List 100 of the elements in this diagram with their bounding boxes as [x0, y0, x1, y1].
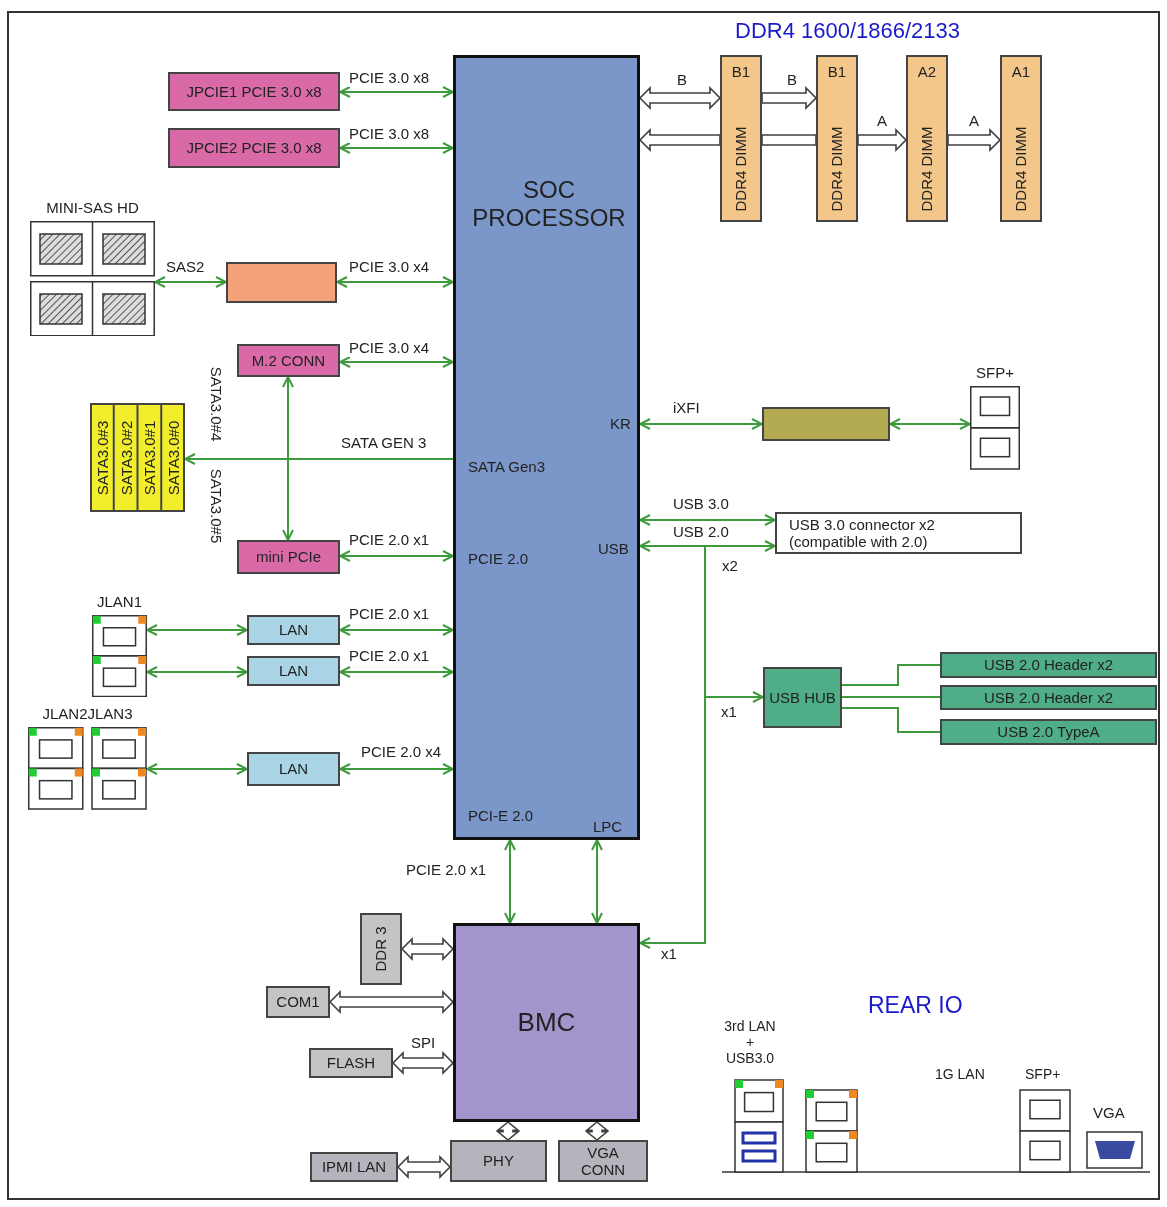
port-box — [266, 986, 330, 1018]
block-label: VGA CONN — [579, 1143, 627, 1179]
chip-box — [247, 752, 340, 786]
chip-box — [226, 262, 337, 303]
slot-box — [168, 72, 340, 111]
bus-arrow — [761, 134, 817, 146]
block-label: COM1 — [276, 993, 320, 1011]
module-label: DDR4 DIMM — [1012, 126, 1030, 212]
block-label: IPMI LAN — [321, 1158, 387, 1176]
slot-box — [237, 540, 340, 574]
bus-arrow — [396, 1155, 452, 1179]
memory-module — [1000, 55, 1042, 222]
header-box — [940, 685, 1157, 710]
port-label: SATA Gen3 — [468, 458, 545, 476]
port-label: SATA3.0#5 — [207, 468, 225, 544]
port-label: 1G LAN — [935, 1066, 985, 1083]
block-label: USB 2.0 Header x2 — [983, 656, 1114, 674]
bus-arrow — [400, 937, 455, 961]
arrow — [146, 624, 248, 636]
port-label: VGA — [1093, 1104, 1125, 1122]
block-label: USB 2.0 TypeA — [997, 723, 1100, 741]
section-title: DDR4 1600/1866/2133 — [735, 18, 961, 44]
port-label: 3rd LAN + USB3.0 — [723, 1018, 777, 1067]
port-label: SFP+ — [1025, 1066, 1061, 1083]
block-label: LAN — [278, 662, 309, 680]
bus-arrow — [495, 1120, 521, 1142]
port-label: SATA3.0#4 — [207, 366, 225, 442]
module-label: DDR4 DIMM — [732, 126, 750, 212]
section-title: REAR IO — [868, 992, 963, 1019]
bus-arrow — [584, 1120, 610, 1142]
memory-box — [309, 1048, 393, 1078]
port-label: SATA3.0#1 — [141, 420, 159, 495]
bus-arrow — [947, 128, 1002, 152]
slot-label: B1 — [731, 63, 751, 81]
arrow — [504, 839, 516, 924]
arrow — [146, 763, 248, 775]
block-label: M.2 CONN — [251, 351, 326, 370]
arrow — [339, 550, 454, 562]
connector-line — [841, 707, 941, 733]
chip-box — [762, 407, 890, 441]
block-label: DDR 3 — [372, 926, 390, 972]
arrow — [339, 142, 454, 154]
bus-arrow — [857, 128, 908, 152]
connector-label: JLAN2JLAN3 — [42, 705, 133, 723]
edge-label: PCIE 3.0 x8 — [348, 70, 431, 87]
arrow — [339, 666, 454, 678]
arrow — [339, 624, 454, 636]
chip-box — [450, 1140, 547, 1182]
block-label: mini PCIe — [256, 548, 321, 566]
memory-box — [360, 913, 402, 985]
connector-label: SFP+ — [976, 364, 1014, 382]
arrow — [639, 545, 706, 949]
bus-arrow — [761, 86, 818, 110]
processor-block — [453, 55, 640, 840]
connector-line — [841, 696, 941, 698]
chip-box — [247, 656, 340, 686]
port-label: LPC — [593, 818, 623, 836]
controller-block — [453, 923, 640, 1122]
block-label: LAN — [278, 760, 309, 778]
arrow — [282, 376, 294, 541]
connector-label: MINI-SAS HD — [46, 199, 139, 217]
port-label: KR — [610, 415, 631, 433]
module-label: DDR4 DIMM — [828, 126, 846, 212]
block-title: SOC PROCESSOR — [471, 176, 627, 232]
port-label: SATA3.0#0 — [165, 420, 183, 495]
edge-label: PCIE 3.0 x4 — [348, 340, 431, 357]
header-box — [940, 719, 1157, 745]
connector-box — [775, 512, 1022, 554]
hub-box — [763, 667, 842, 728]
block-label: FLASH — [326, 1054, 376, 1072]
slot-label: A1 — [1011, 63, 1031, 81]
port-label: SATA3.0#3 — [94, 420, 112, 495]
memory-module — [906, 55, 948, 222]
slot-box — [168, 128, 340, 168]
arrow — [339, 763, 454, 775]
slot-label: B1 — [827, 63, 847, 81]
slot-label: A2 — [917, 63, 937, 81]
block-label: JPCIE1 PCIE 3.0 x8 — [186, 82, 322, 101]
arrow — [184, 453, 454, 465]
bus-arrow — [638, 86, 722, 110]
block-label: JPCIE2 PCIE 3.0 x8 — [186, 139, 322, 157]
arrow — [889, 418, 971, 430]
sata-port-block — [90, 403, 185, 512]
header-box — [940, 652, 1157, 678]
block-label: USB 3.0 connector x2 (compatible with 2.0) — [789, 515, 936, 551]
arrow — [146, 666, 248, 678]
connector-box — [237, 344, 340, 377]
edge-label: PCIE 3.0 x8 — [348, 126, 431, 143]
block-label: LAN — [278, 621, 309, 639]
arrow — [639, 418, 763, 430]
bus-arrow — [391, 1051, 455, 1075]
connector-label: JLAN1 — [97, 593, 142, 611]
port-label: PCI-E 2.0 — [468, 807, 534, 825]
block-label: USB 2.0 Header x2 — [983, 688, 1114, 707]
block-label: USB HUB — [768, 688, 837, 707]
connector-line — [841, 664, 941, 686]
arrow — [591, 839, 603, 924]
port-label: SATA3.0#2 — [118, 420, 136, 495]
memory-module — [720, 55, 762, 222]
module-label: DDR4 DIMM — [918, 126, 936, 212]
